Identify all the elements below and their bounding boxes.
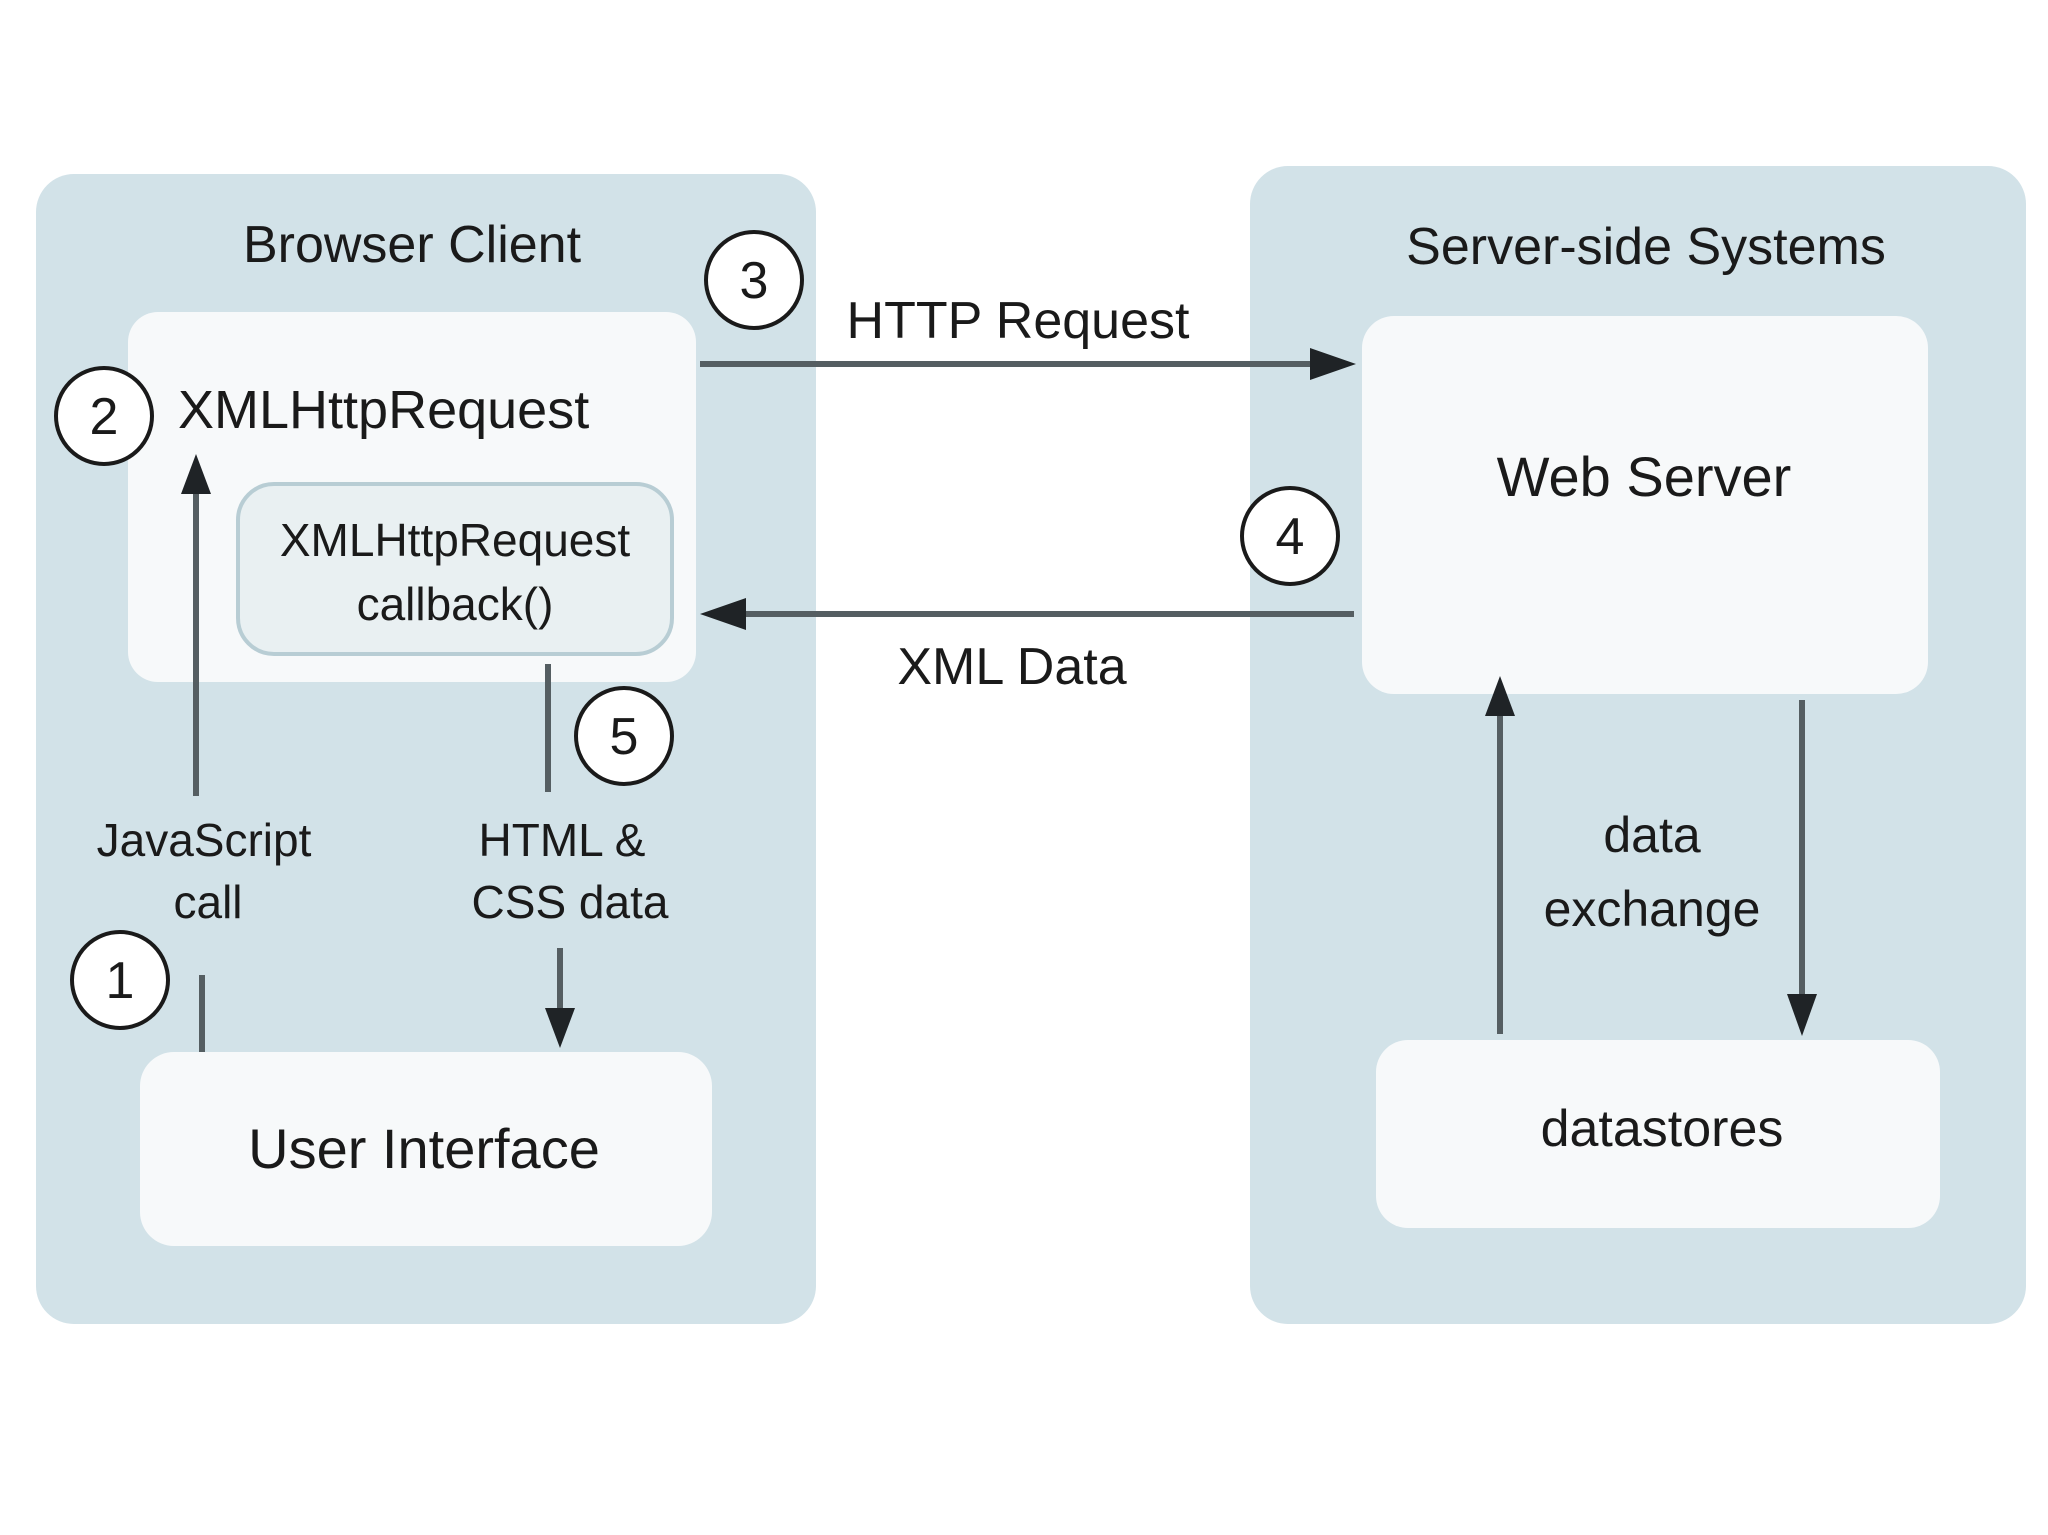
step-3-circle <box>704 230 804 330</box>
server-side-panel: Server-side Systems Web Server datastore… <box>1250 166 2026 1324</box>
step-marker-5: 5 <box>574 686 674 786</box>
data-exchange-down-arrowhead <box>1787 994 1817 1036</box>
web-server-label: Web Server <box>1497 445 1792 508</box>
datastores-box <box>1376 1040 1940 1228</box>
web-server-box <box>1362 316 1928 694</box>
xml-data-connector: XML Data <box>700 598 1354 696</box>
html-css-arrowhead <box>545 1008 575 1048</box>
callback-box <box>236 482 674 656</box>
step-5-circle <box>574 686 674 786</box>
html-css-label-line1: HTML & <box>479 814 646 866</box>
step-1-number: 1 <box>106 952 135 1010</box>
callback-label-line2: callback() <box>357 578 554 630</box>
step-marker-3: 3 <box>704 230 804 330</box>
data-exchange-label-line2: exchange <box>1544 881 1761 937</box>
xml-data-label: XML Data <box>897 638 1126 696</box>
html-css-label-line2: CSS data <box>472 876 669 928</box>
user-interface-box <box>140 1052 712 1246</box>
data-exchange-label-line1: data <box>1603 807 1701 863</box>
step-4-circle <box>1240 486 1340 586</box>
step-marker-2: 2 <box>54 366 154 466</box>
http-request-connector: HTTP Request <box>700 292 1356 380</box>
step-marker-4: 4 <box>1240 486 1340 586</box>
server-side-title: Server-side Systems <box>1406 218 1886 276</box>
browser-client-panel: Browser Client XMLHttpRequest XMLHttpReq… <box>36 174 816 1324</box>
xml-data-arrowhead <box>700 598 746 630</box>
step-5-number: 5 <box>610 708 639 766</box>
user-interface-label: User Interface <box>248 1117 600 1180</box>
browser-client-title: Browser Client <box>243 216 582 274</box>
step-marker-1: 1 <box>70 930 170 1030</box>
http-request-label: HTTP Request <box>847 292 1191 350</box>
step-1-circle <box>70 930 170 1030</box>
step-2-circle <box>54 366 154 466</box>
javascript-call-label-line2: call <box>173 876 242 928</box>
xmlhttprequest-label: XMLHttpRequest <box>178 380 589 440</box>
data-exchange-up-arrowhead <box>1485 676 1515 716</box>
http-request-arrowhead <box>1310 348 1356 380</box>
callback-label-line1: XMLHttpRequest <box>280 514 630 566</box>
step-3-number: 3 <box>740 252 769 310</box>
datastores-label: datastores <box>1541 1100 1784 1158</box>
step-2-number: 2 <box>90 388 119 446</box>
step-4-number: 4 <box>1276 508 1305 566</box>
javascript-call-label-line1: JavaScript <box>97 814 312 866</box>
javascript-call-arrowhead <box>181 454 211 494</box>
